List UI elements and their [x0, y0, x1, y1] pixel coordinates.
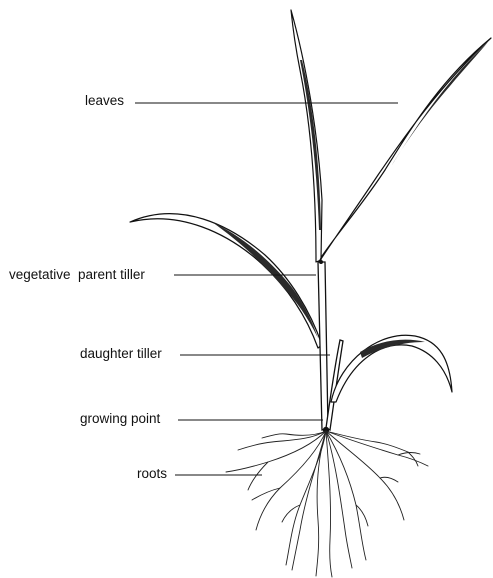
- upper-right-leaf-shading: [392, 42, 488, 165]
- root-system: [226, 431, 428, 577]
- label-roots-group: roots: [137, 466, 262, 481]
- parent-tiller-stem: [318, 262, 328, 430]
- label-daughter-tiller-group: daughter tiller: [80, 346, 330, 361]
- label-leaves-group: leaves: [85, 93, 398, 108]
- upper-right-leaf: [319, 38, 491, 262]
- label-vegetative-parent-tiller: vegetative parent tiller: [9, 267, 145, 282]
- label-growing-point: growing point: [80, 411, 161, 426]
- tall-central-leaf: [291, 10, 322, 262]
- label-daughter-tiller: daughter tiller: [80, 346, 162, 361]
- parent-tiller-node: [319, 260, 323, 264]
- label-leaves: leaves: [85, 93, 124, 108]
- left-arching-leaf: [130, 214, 322, 348]
- label-roots: roots: [137, 466, 167, 481]
- plant-illustration: [130, 10, 491, 577]
- label-growing-point-group: growing point: [80, 411, 323, 426]
